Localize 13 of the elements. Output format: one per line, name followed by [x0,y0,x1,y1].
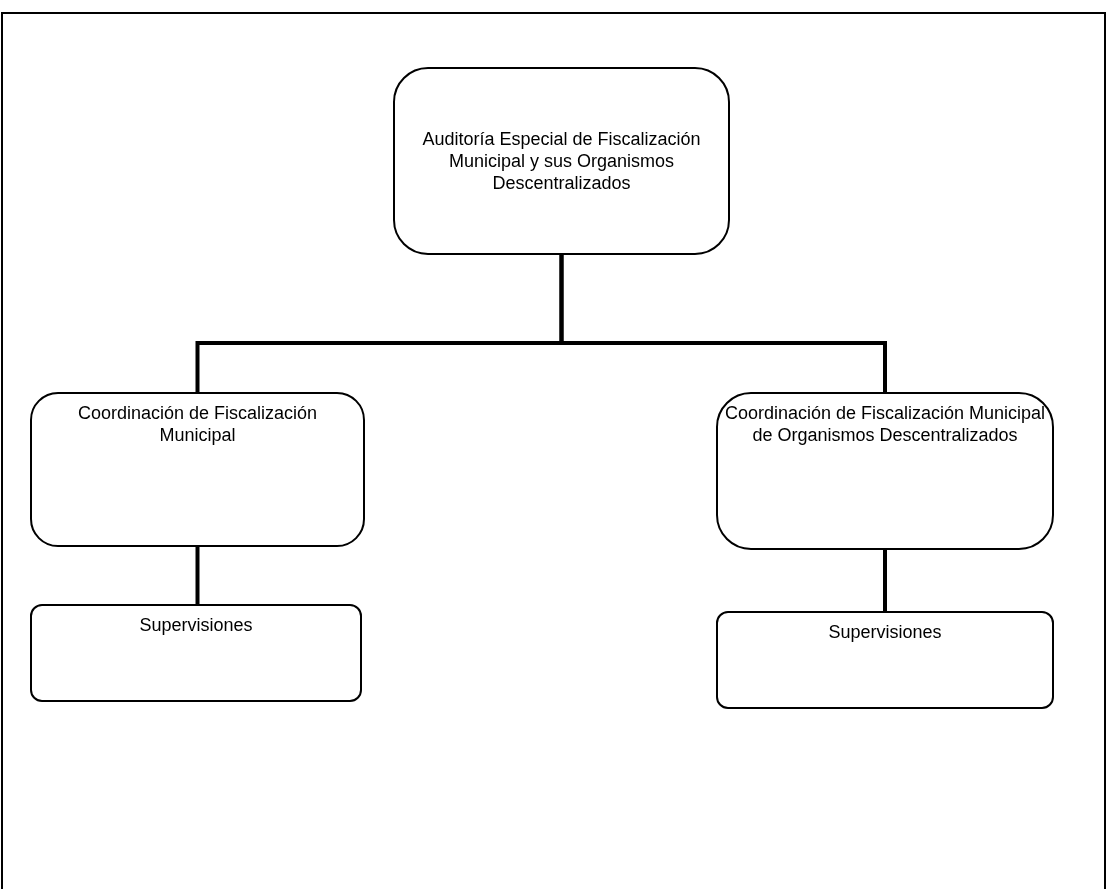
org-unit-box [716,392,1054,550]
unit-name: Auditoría Especial de Fiscalización Municipal y sus Organismos Descentralizados [421,128,702,194]
unit-name: Supervisiones [138,614,254,636]
org-unit-box [30,604,362,702]
org-unit-box [716,611,1054,709]
connector-line [195,547,200,604]
org-unit-box [30,392,365,547]
connector-line [559,255,887,392]
unit-name: Coordinación de Fiscalización Municipal [76,402,319,446]
connector-line [883,550,887,611]
org-unit-box [393,67,730,255]
unit-name: Supervisiones [827,621,943,643]
unit-name: Coordinación de Fiscalización Municipal de Organismos Descentralizados [724,402,1046,446]
